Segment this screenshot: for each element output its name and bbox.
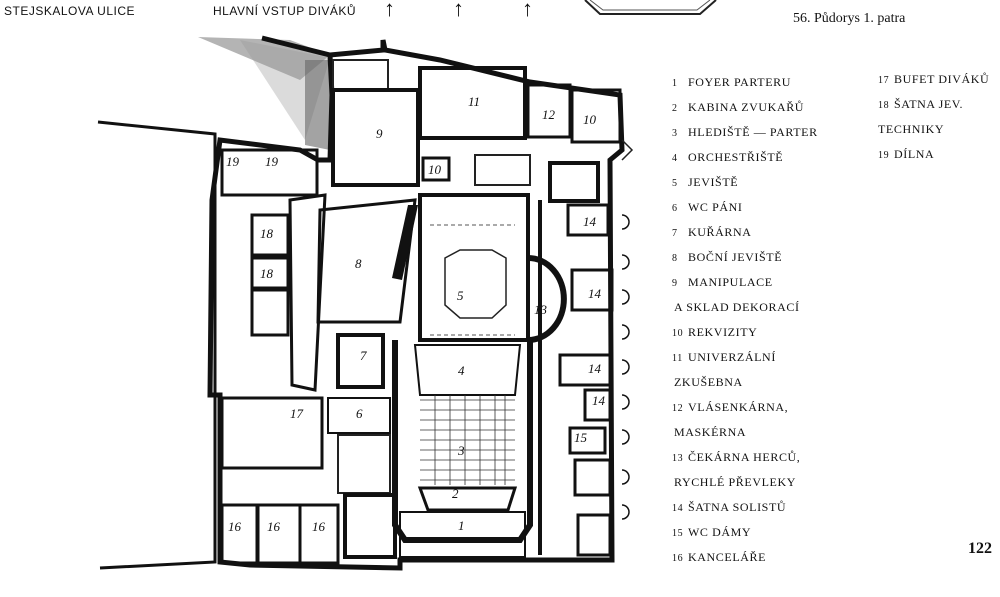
room-label: 3 [457, 443, 465, 458]
entrance-arrow: ↑ [453, 0, 465, 21]
room-label: 14 [588, 286, 602, 301]
room-label: 17 [290, 406, 304, 421]
room-label: 10 [428, 162, 442, 177]
legend-item: MASKÉRNA [674, 425, 747, 439]
room-label: 19 [265, 154, 279, 169]
street-label: STEJSKALOVA ULICE [4, 4, 135, 18]
room-label: 7 [360, 348, 367, 363]
room-label: 16 [228, 519, 242, 534]
room-label: 16 [312, 519, 326, 534]
room-label: 14 [592, 393, 606, 408]
room-label: 18 [260, 266, 274, 281]
room-label: 16 [267, 519, 281, 534]
room-label: 9 [376, 126, 383, 141]
room-label: 14 [588, 361, 602, 376]
page-number: 122 [968, 540, 992, 557]
legend-item: A SKLAD DEKORACÍ [674, 300, 800, 314]
room-label: 12 [542, 107, 556, 122]
room-labels: 11 12 10 9 19 19 10 18 18 8 5 14 13 14 7… [226, 94, 606, 534]
room-label: 5 [457, 288, 464, 303]
legend-item: ZKUŠEBNA [674, 375, 743, 389]
room-label: 19 [226, 154, 240, 169]
room-label: 6 [356, 406, 363, 421]
room-label: 11 [468, 94, 480, 109]
entrance-arrow: ↑ [384, 0, 396, 21]
legend-item: TECHNIKY [878, 122, 945, 136]
room-label: 4 [458, 363, 465, 378]
room-label: 13 [534, 302, 548, 317]
figure-caption: 56. Půdorys 1. patra [793, 11, 906, 26]
room-label: 8 [355, 256, 362, 271]
room-label: 2 [452, 486, 459, 501]
room-label: 10 [583, 112, 597, 127]
main-entrance-label: HLAVNÍ VSTUP DIVÁKŮ [213, 4, 357, 18]
legend-item: RYCHLÉ PŘEVLEKY [674, 475, 797, 489]
room-label: 14 [583, 214, 597, 229]
room-label: 1 [458, 518, 465, 533]
room-label: 15 [574, 430, 588, 445]
room-label: 18 [260, 226, 274, 241]
entrance-arrow: ↑ [522, 0, 534, 21]
